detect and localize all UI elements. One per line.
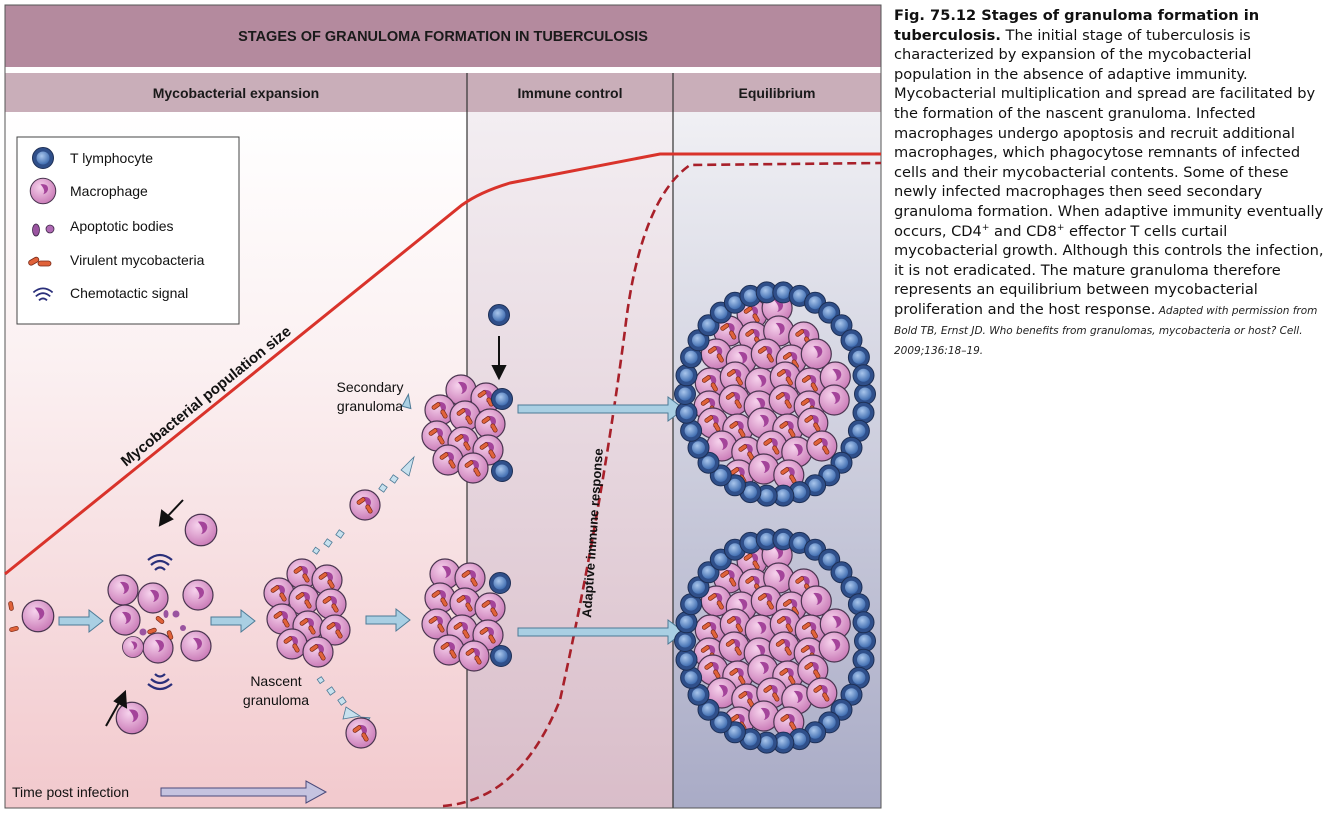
granuloma-t-lymphocyte xyxy=(847,593,870,616)
figure-frame xyxy=(4,4,882,809)
granuloma-t-lymphocyte xyxy=(680,666,703,689)
dispersing-infected-macrophage xyxy=(350,490,380,520)
caption-credit: Adapted with permission from Bold TB, Er… xyxy=(894,304,1318,357)
secondary-label-2: granuloma xyxy=(337,398,403,414)
granuloma-t-lymphocyte xyxy=(675,611,698,634)
caption-text-1: The initial stage of tuberculosis is cha… xyxy=(894,26,1324,240)
t-cell-arrival-arrow xyxy=(491,336,507,381)
stage-label-immune-control: Immune control xyxy=(517,85,622,101)
immune-control-panel xyxy=(467,112,673,808)
figure-caption: Fig. 75.12 Stages of granuloma formation… xyxy=(894,6,1328,360)
granuloma-macrophage xyxy=(818,631,850,663)
granuloma-stages-figure: STAGES OF GRANULOMA FORMATION IN TUBERCU… xyxy=(4,4,882,809)
granuloma-t-lymphocyte xyxy=(852,648,875,671)
population-curve xyxy=(4,152,881,576)
legend-label-apoptotic-bodies: Apoptotic bodies xyxy=(70,218,174,234)
granuloma-t-lymphocyte xyxy=(847,346,870,369)
legend-label-t-lymphocyte: T lymphocyte xyxy=(70,150,153,166)
time-axis-label: Time post infection xyxy=(12,784,129,800)
granuloma-t-lymphocyte xyxy=(674,383,696,405)
macrophage-icon xyxy=(29,177,57,205)
granuloma-t-lymphocyte xyxy=(680,419,703,442)
secondary-label-1: Secondary xyxy=(337,379,404,395)
stage-header-bar xyxy=(5,73,881,112)
legend-label-virulent-mycobacteria: Virulent mycobacteria xyxy=(70,252,205,268)
granuloma-t-lymphocyte xyxy=(852,401,875,424)
legend-label-macrophage: Macrophage xyxy=(70,183,148,199)
recruitment-arrows xyxy=(105,499,184,727)
granuloma-t-lymphocyte xyxy=(675,648,698,671)
dispersal-dots xyxy=(312,455,415,720)
time-axis-arrow xyxy=(160,780,328,804)
nascent-label-1: Nascent xyxy=(250,673,301,689)
mature-granuloma-bottom xyxy=(674,528,876,754)
granuloma-t-lymphocyte xyxy=(675,401,698,424)
t-lymphocyte-icon xyxy=(32,147,54,169)
caption-text-3: effector T cells curtail mycobacterial g… xyxy=(894,222,1324,318)
legend-label-chemotactic-signal: Chemotactic signal xyxy=(70,285,188,301)
granuloma-t-lymphocyte xyxy=(675,364,698,387)
granuloma-t-lymphocyte xyxy=(674,630,696,652)
stage-label-expansion: Mycobacterial expansion xyxy=(153,85,320,101)
dispersing-infected-macrophage xyxy=(346,718,376,748)
title-bar xyxy=(5,5,881,67)
immune-control-granuloma xyxy=(422,558,512,671)
granuloma-macrophage xyxy=(807,678,837,708)
nascent-label-2: granuloma xyxy=(243,692,309,708)
chemotaxis-cluster xyxy=(107,513,218,735)
granuloma-macrophage xyxy=(818,384,850,416)
caption-sup-1: + xyxy=(981,222,990,233)
granuloma-t-lymphocyte xyxy=(852,611,875,634)
caption-text-2: and CD8 xyxy=(989,222,1057,240)
figure-title: STAGES OF GRANULOMA FORMATION IN TUBERCU… xyxy=(238,29,648,45)
mature-granuloma-top xyxy=(674,281,876,507)
immune-response-curve xyxy=(442,161,882,808)
caption-sup-2: + xyxy=(1056,222,1065,233)
granuloma-macrophage xyxy=(807,431,837,461)
granuloma-t-lymphocyte xyxy=(854,630,876,652)
virulent-mycobacteria-icon xyxy=(28,256,52,267)
granuloma-t-lymphocyte xyxy=(854,383,876,405)
apoptotic-bodies-icon xyxy=(32,223,55,237)
granuloma-t-lymphocyte xyxy=(852,364,875,387)
stage-label-equilibrium: Equilibrium xyxy=(739,85,816,101)
caption-lead: Fig. 75.12 Stages of granuloma formation… xyxy=(894,7,1260,44)
